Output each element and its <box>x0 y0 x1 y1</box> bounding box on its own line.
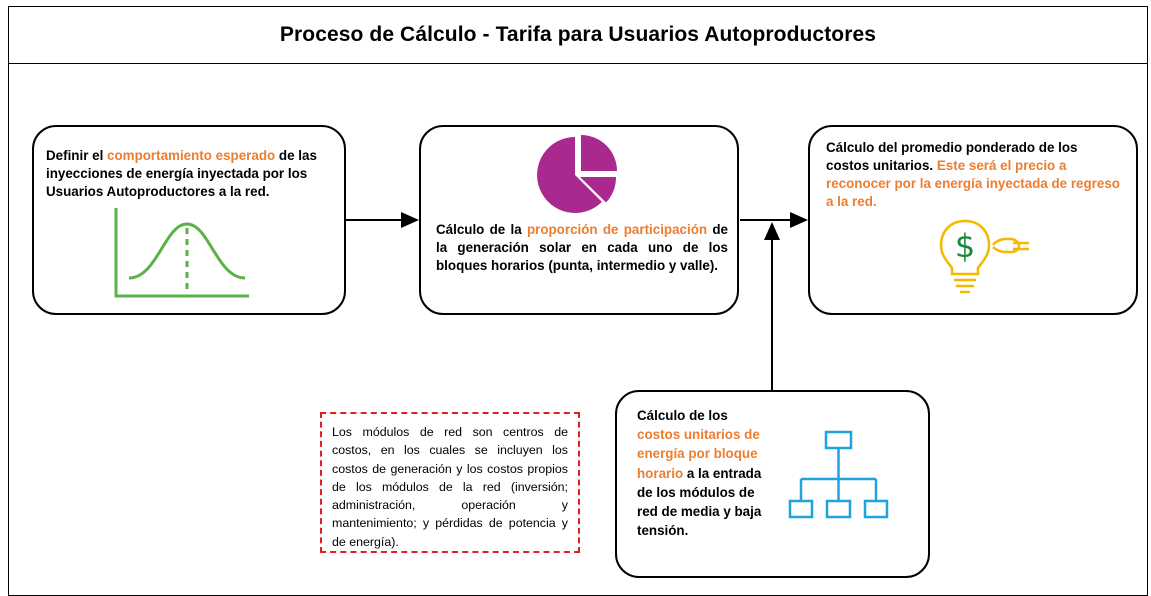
lightbulb-dollar-icon: $ <box>939 219 1029 294</box>
step3-text-highlight: Este será el precio a reconocer por la e… <box>826 158 1120 209</box>
step3-box <box>808 125 1138 315</box>
pie-chart-icon <box>537 135 617 213</box>
step4-text-highlight: costos unitarios de energía por bloque h… <box>637 427 760 481</box>
step3-text: Cálculo del promedio ponderado de los co… <box>826 139 1122 211</box>
step4-text: Cálculo de los costos unitarios de energ… <box>637 406 762 540</box>
bell-curve-icon <box>114 208 249 298</box>
step1-text-pre: Definir el <box>46 148 108 163</box>
svg-text:$: $ <box>955 227 975 265</box>
step1-text: Definir el comportamiento esperado de la… <box>46 147 340 201</box>
diagram-title: Proceso de Cálculo - Tarifa para Usuario… <box>8 6 1148 64</box>
step1-box <box>32 125 346 315</box>
step3-text-pre: Cálculo del promedio ponderado de los co… <box>826 140 1078 173</box>
step2-box <box>419 125 739 315</box>
step2-text-post: de la generación solar en cada uno de lo… <box>436 222 728 273</box>
step2-text-pre: Cálculo de la <box>436 222 527 237</box>
step1-text-highlight: comportamiento esperado <box>107 148 276 163</box>
step4-text-pre: Cálculo de los <box>637 408 728 423</box>
hierarchy-icon <box>788 430 889 519</box>
step1-text-post: de las inyecciones de energía inyectada … <box>46 148 317 199</box>
step4-text-post: a la entrada de los módulos de red de me… <box>637 465 762 539</box>
step4-box <box>615 390 930 578</box>
step2-text-highlight: proporción de participación <box>526 222 708 237</box>
network-modules-note: Los módulos de red son centros de costos… <box>320 412 580 553</box>
step2-text: Cálculo de la proporción de participació… <box>436 221 728 275</box>
